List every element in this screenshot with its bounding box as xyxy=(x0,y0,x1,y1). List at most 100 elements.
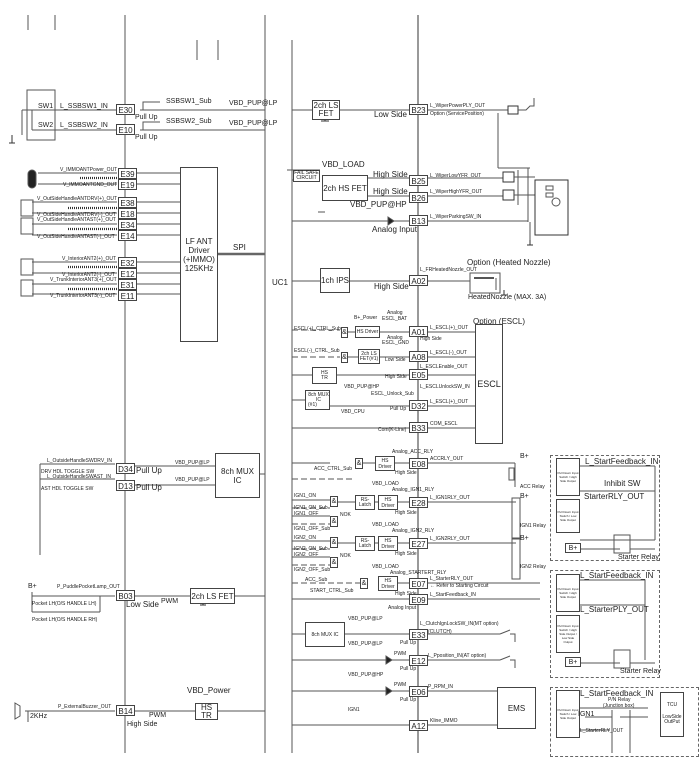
escl-side: Pull Up xyxy=(390,406,407,412)
e28-signal: L_IGN1RLY_OUT xyxy=(430,495,470,501)
lf-driver-label: Driver xyxy=(188,245,210,255)
ign1-label: IGN1 xyxy=(348,707,360,713)
ls-fet-label: FET(#1) xyxy=(359,355,379,362)
hs-driver-label: HS Driver xyxy=(381,577,395,590)
pwm-label: PWM xyxy=(394,682,407,688)
pin-e12-lower: E12 xyxy=(409,655,428,666)
e09-side: Analog Input xyxy=(388,605,417,611)
ign2-on-label: IGN2_ON xyxy=(294,535,316,541)
e07-side: High Side xyxy=(395,591,417,597)
ssb-switch-housing xyxy=(26,89,56,141)
pin-d34: D34 xyxy=(116,463,135,474)
e09-signal: L_StartFeedback_IN xyxy=(430,592,476,598)
pin-e39: E39 xyxy=(118,168,137,179)
starting-circuit-panel-1 xyxy=(550,455,660,561)
antenna-signal-label: V_IMMOANTPower_OUT xyxy=(60,167,118,173)
bplus-label: B+ xyxy=(28,583,37,590)
pin-e12: E12 xyxy=(118,268,137,279)
tcu-box: TCU LowSide OutPut xyxy=(660,692,684,737)
uc1-label: UC1 xyxy=(272,278,289,287)
and-gate: & xyxy=(330,516,338,527)
failsafe-label: FAIL SAFE xyxy=(294,170,319,176)
escl-side: Com(K-Line) xyxy=(378,427,407,433)
fet-label: 2ch LS xyxy=(313,101,339,110)
ign2-relay-label: IGN2 Relay xyxy=(520,564,546,570)
escl-hs-driver-box: HS Driver xyxy=(355,326,380,338)
escl-ctrl-plus: ESCL(+)_CTRL_Sub xyxy=(294,326,341,332)
pwm-label: PWM xyxy=(149,712,167,719)
pin-d13: D13 xyxy=(116,480,135,491)
antenna-signal-label: V_TrunkInteriorANT3(+)_OUT xyxy=(50,277,117,283)
failsafe-circuit-box: FAIL SAFE CIRCUIT xyxy=(293,170,320,182)
e33-signal: L_ClutchIgnLockSW_IN(MT option) xyxy=(420,621,499,627)
and-gate: & xyxy=(341,327,348,338)
bplus-label: B+ xyxy=(568,544,578,552)
high-side-label: High Side xyxy=(373,170,408,179)
ign2-off-sub-label: IGN2_OFF_Sub xyxy=(294,567,331,573)
pin-e30: E30 xyxy=(116,104,135,115)
escl-hs-tr-box: HS TR xyxy=(312,367,337,384)
hs-tr-label: HS xyxy=(321,369,328,376)
start-feedback-label: L_StartFeedback_IN xyxy=(585,457,659,466)
and-gate: & xyxy=(330,496,338,507)
mux-label: 8ch MUX IC xyxy=(311,631,339,638)
pin-b03: B03 xyxy=(116,590,135,601)
pin-e08: E08 xyxy=(409,458,428,469)
e06-side: Pull Up xyxy=(400,697,417,703)
fet-label: FET xyxy=(318,109,334,118)
analog-ign2-label: Analog_IGN2_RLY xyxy=(392,528,435,534)
e06-signal: P_RPM_IN xyxy=(428,684,454,690)
inhibit-sw-label: Inhibit SW xyxy=(604,479,641,488)
ssbsw1-signal: L_SSBSW1_IN xyxy=(60,103,108,110)
and-gate: & xyxy=(330,537,338,548)
antenna-signal-label: V_IMMOANTGND_OUT xyxy=(63,182,118,188)
pin-e34: E34 xyxy=(118,219,137,230)
puddle-ls-fet-box: 2ch LS FET xyxy=(190,588,235,604)
start-ctrl-label: START_CTRL_Sub xyxy=(310,588,354,594)
analog-input-label: Analog Input xyxy=(372,225,417,234)
puddle-signal: P_PuddlePocketLamp_OUT xyxy=(57,584,120,590)
wiper-ls-fet-box: 2ch LS FET xyxy=(312,100,340,120)
ips-label: 1ch IPS xyxy=(321,276,350,285)
vbd-load-label: VBD_LOAD xyxy=(372,564,399,570)
acc-ctrl-label: ACC_CTRL_Sub xyxy=(314,466,353,472)
pin-e06: E06 xyxy=(409,686,428,697)
pin-b26: B26 xyxy=(409,192,428,203)
block-label: Pull Down Input Switch / Low Side Output xyxy=(557,708,579,720)
pull-up-label: Pull Up xyxy=(136,483,162,492)
fet-label: 2ch LS FET xyxy=(191,591,234,601)
pin-e38: E38 xyxy=(118,197,137,208)
ssbsw2-sub-label: SSBSW2_Sub xyxy=(166,118,212,125)
pin-e32: E32 xyxy=(118,257,137,268)
buzzer-freq: 2KHz xyxy=(30,713,48,720)
starting-circuit-panel-2 xyxy=(550,570,660,678)
pin-b33: B33 xyxy=(409,422,428,433)
e07-note: ← Refer to Starting Circuit xyxy=(430,583,489,589)
pin-e27: E27 xyxy=(409,538,428,549)
hs-tr-label: TR xyxy=(321,374,328,381)
b13-signal: L_WiperParkingSW_IN xyxy=(430,214,482,220)
and-gate: & xyxy=(341,352,348,363)
ssbsw1-sub-label: SSBSW1_Sub xyxy=(166,98,212,105)
rs-latch-box: RS-Latch xyxy=(355,536,375,551)
wiper-motor-box xyxy=(534,179,569,236)
acc-hs-driver-box: HS Driver xyxy=(375,456,395,471)
block-label: Pull Down Input Switch / Low Side Output xyxy=(557,510,579,522)
pocket-lamp-lh: Pocket LH(O/S HANDLE LH) xyxy=(32,601,97,607)
high-side-label: High Side xyxy=(373,187,408,196)
nozzle-load-label: HeatedNozzle (MAX. 3A) xyxy=(468,294,547,301)
e28-side: High Side xyxy=(395,510,417,516)
pin-b23: B23 xyxy=(409,104,428,115)
pin-e28: E28 xyxy=(409,497,428,508)
vbd-power-label: VBD_Power xyxy=(187,686,231,695)
vbd-pup-lp-label: VBD_PUP@LP xyxy=(229,120,278,127)
pull-up-label: Pull Up xyxy=(136,466,162,475)
vbd-load-label: VBD_LOAD xyxy=(372,481,399,487)
escl-side: High Side xyxy=(420,336,442,342)
bplus-label: B+ xyxy=(520,493,529,500)
ips-box: 1ch IPS xyxy=(320,268,350,293)
antenna-signal-label: V_TrunkInteriorANT3(-)_OUT xyxy=(50,293,116,299)
hs-fet-label: 2ch HS FET xyxy=(323,183,367,193)
analog-bat-label: ESCL_BAT xyxy=(382,316,408,322)
e27-side: High Side xyxy=(395,551,417,557)
